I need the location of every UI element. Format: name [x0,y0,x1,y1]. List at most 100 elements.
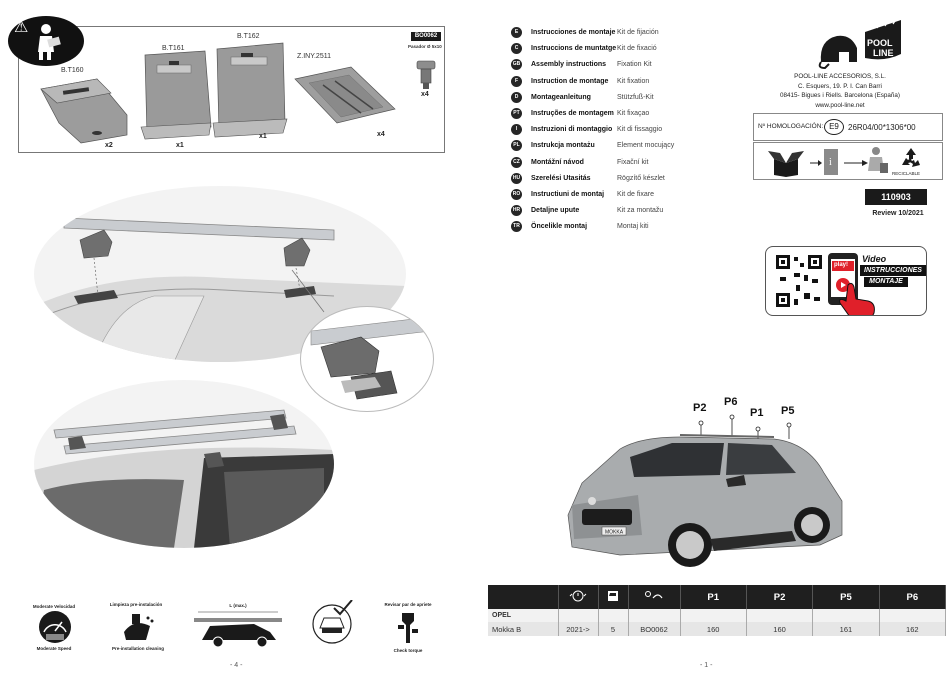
language-kit-name: Stützfuß-Kit [617,93,654,101]
language-instruction-title: Instruccions de muntatge [531,45,617,53]
language-code-badge: PT [511,108,522,119]
language-kit-name: Montaj kiti [617,223,649,231]
calendar-clock-icon [569,590,587,601]
smartphone-icon [828,253,858,305]
parts-drawing [40,42,436,144]
mounted-bars-illustration [34,409,334,548]
language-kit-name: Element mocujący [617,142,675,150]
car-with-load-icon [194,611,282,648]
part-label-bt162: B.T162 [237,33,260,40]
video-instructions-qr[interactable]: play! Video INSTRUCCIONES MONTAJE [765,246,927,316]
cell-p1: 160 [680,622,747,636]
language-kit-name: Kit de fijación [617,29,659,36]
torque-caption-top: Revisar par de apriete [384,602,432,607]
parts-box: BO0062 Pasador Ø 5x10 [18,26,445,153]
language-instruction-title: Szerelési Utasitás [531,174,591,182]
car-illustration: MOKKA [567,414,843,567]
company-name: POOL-LINE ACCESORIOS, S.L. [794,73,886,80]
max-length-icon: L (max.) [190,602,286,652]
speed-caption-bottom: Moderate Speed [36,646,72,651]
cell-p2: 160 [746,622,814,636]
car-plate: MOKKA [605,530,624,536]
cell-year: 2021-> [558,622,599,636]
header-year [558,585,599,609]
zoom-pointer-line [291,269,325,313]
language-code-badge: TR [511,221,522,233]
install-detail-zoom [300,306,434,412]
header-p1: P1 [680,585,747,609]
trunk-open-icon [312,599,353,644]
cleaning-caption-top: Limpieza pre-instalación [109,602,163,607]
header-p6: P6 [879,585,947,609]
page-number-left: - 4 - [230,662,243,669]
part-qty-bt161: x1 [176,142,184,149]
part-zinyl-shape [294,66,396,124]
part-qty-screw: x4 [421,91,429,98]
language-instruction-title: Montážní návod [531,158,584,166]
language-code-badge: E [511,27,522,38]
header-model [488,585,559,609]
torque-caption-bottom: Check torque [393,648,423,653]
position-label-p2: P2 [693,402,707,414]
language-instruction-title: Instrucciones de montaje [531,29,616,36]
arrow-right-icon [810,160,822,166]
table-header-row: P1 P2 P5 P6 [488,585,947,609]
part-label-bt161: B.T161 [162,45,185,52]
cell-empty [746,609,814,622]
info-leaflet-icon: i [824,149,838,175]
dashed-arrow-icon [844,160,868,166]
homologation-number: 26R04/00*1306*00 [848,123,916,132]
language-code-badge: PL [511,140,522,152]
company-address-1: C. Esquers, 19. P. I. Can Barri [798,82,882,90]
language-code-badge: I [511,124,522,136]
language-instruction-title: Öncelikle montaj [531,223,588,231]
pre-installation-cleaning-icon: Limpieza pre-instalación Pre-installatio… [110,602,166,654]
review-date: Review 10/2021 [872,210,924,217]
tap-hand-icon [839,282,875,315]
cell-empty [628,609,681,622]
pool-line-logo: POOL LINE [818,18,901,70]
person-reading-icon [38,24,61,60]
cell-p6: 162 [879,622,947,636]
language-kit-name: Rögzítő készlet [617,174,665,182]
language-kit-name: Kit de fixare [617,191,654,198]
part-bt160-shape [40,78,128,144]
homologation-label: Nº HOMOLOGACIÓN: [758,123,824,130]
warning-icon: ⚠ [14,19,29,36]
kit-code-tag: BO0062 [411,32,441,41]
company-website[interactable]: www.pool-line.net [815,101,865,109]
person-recycling-icon [868,147,888,173]
header-kit [628,585,681,609]
language-code-badge: RO [511,189,522,200]
language-code-badge: CZ [511,156,522,168]
language-kit-name: Fixation Kit [617,61,652,69]
language-instruction-title: Instrukcja montażu [531,142,595,150]
language-kit-name: Kit za montažu [617,207,664,215]
position-label-p6: P6 [724,396,738,408]
language-code-badge: C [511,43,522,55]
cell-kit: BO0062 [628,622,681,636]
trunk-check-icon [310,599,354,644]
logo-text-pool: POOL [867,38,893,48]
language-instruction-title: Assembly instructions [531,61,607,69]
part-qty-zinyl: x4 [377,131,385,138]
recycling-box: i RECICLABLE [753,142,943,180]
language-instruction-title: Montageanleitung [531,93,591,101]
cleaning-caption-bottom: Pre-installation cleaning [111,646,164,651]
fixing-kit-icon [645,590,663,598]
language-kit-name: Kit di fissaggio [617,126,663,134]
language-instruction-title: Instructiuni de montaj [531,191,605,198]
cell-empty [680,609,747,622]
cell-empty [879,609,947,622]
check-torque-icon: Revisar par de apriete Check torque [384,602,432,656]
length-caption: L (max.) [229,603,247,608]
cell-brand: OPEL [488,609,559,622]
part-qty-bt160: x2 [105,142,113,149]
header-p2: P2 [746,585,814,609]
header-p5: P5 [812,585,880,609]
